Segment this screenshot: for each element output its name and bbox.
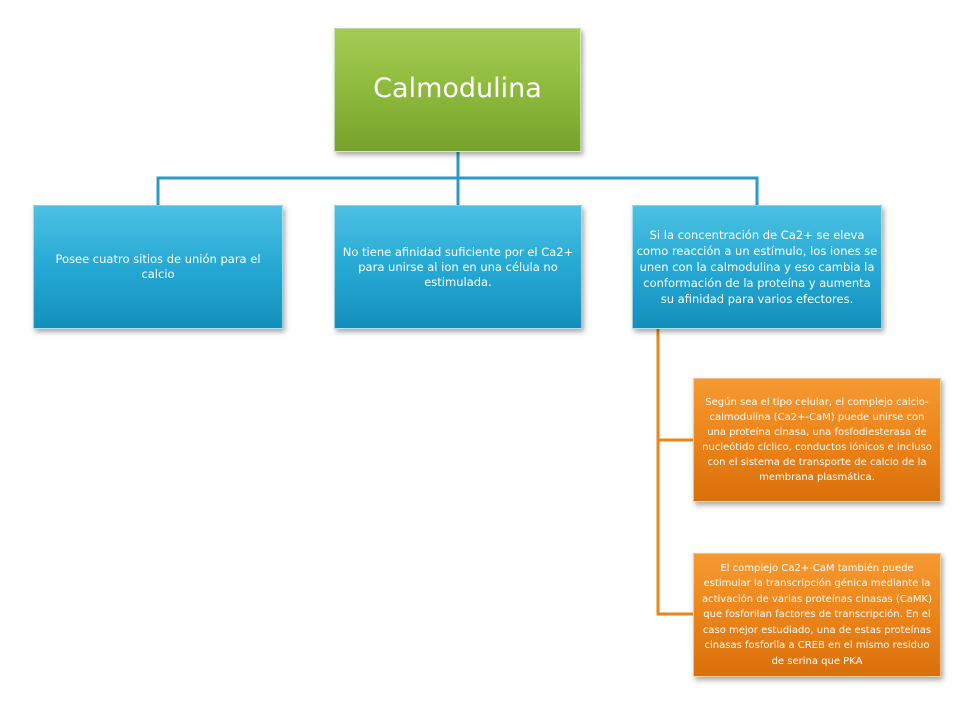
branch-text: No tiene afinidad suficiente por el Ca2+… <box>342 244 574 289</box>
root-label: Calmodulina <box>373 72 542 104</box>
root-node-calmodulina: Calmodulina <box>334 28 581 152</box>
branch-text: Posee cuatro sitios de unión para el cal… <box>55 252 261 281</box>
sub-node-cell-type: Según sea el tipo celular, el complejo c… <box>693 378 941 502</box>
sub-node-transcription: El complejo Ca2+-CaM también puede estim… <box>693 553 941 677</box>
branch-node-concentration: Si la concentración de Ca2+ se eleva com… <box>632 205 882 329</box>
sub-branch-text: El complejo Ca2+-CaM también puede estim… <box>701 562 933 667</box>
connector-branch3-to-subs <box>656 329 693 616</box>
branch-node-affinity: No tiene afinidad suficiente por el Ca2+… <box>334 205 582 329</box>
connector-root-to-branches <box>156 152 759 205</box>
sub-branch-text: Según sea el tipo celular, el complejo c… <box>702 397 932 483</box>
branch-node-binding-sites: Posee cuatro sitios de unión para el cal… <box>33 205 283 329</box>
branch-text: Si la concentración de Ca2+ se eleva com… <box>636 228 878 306</box>
